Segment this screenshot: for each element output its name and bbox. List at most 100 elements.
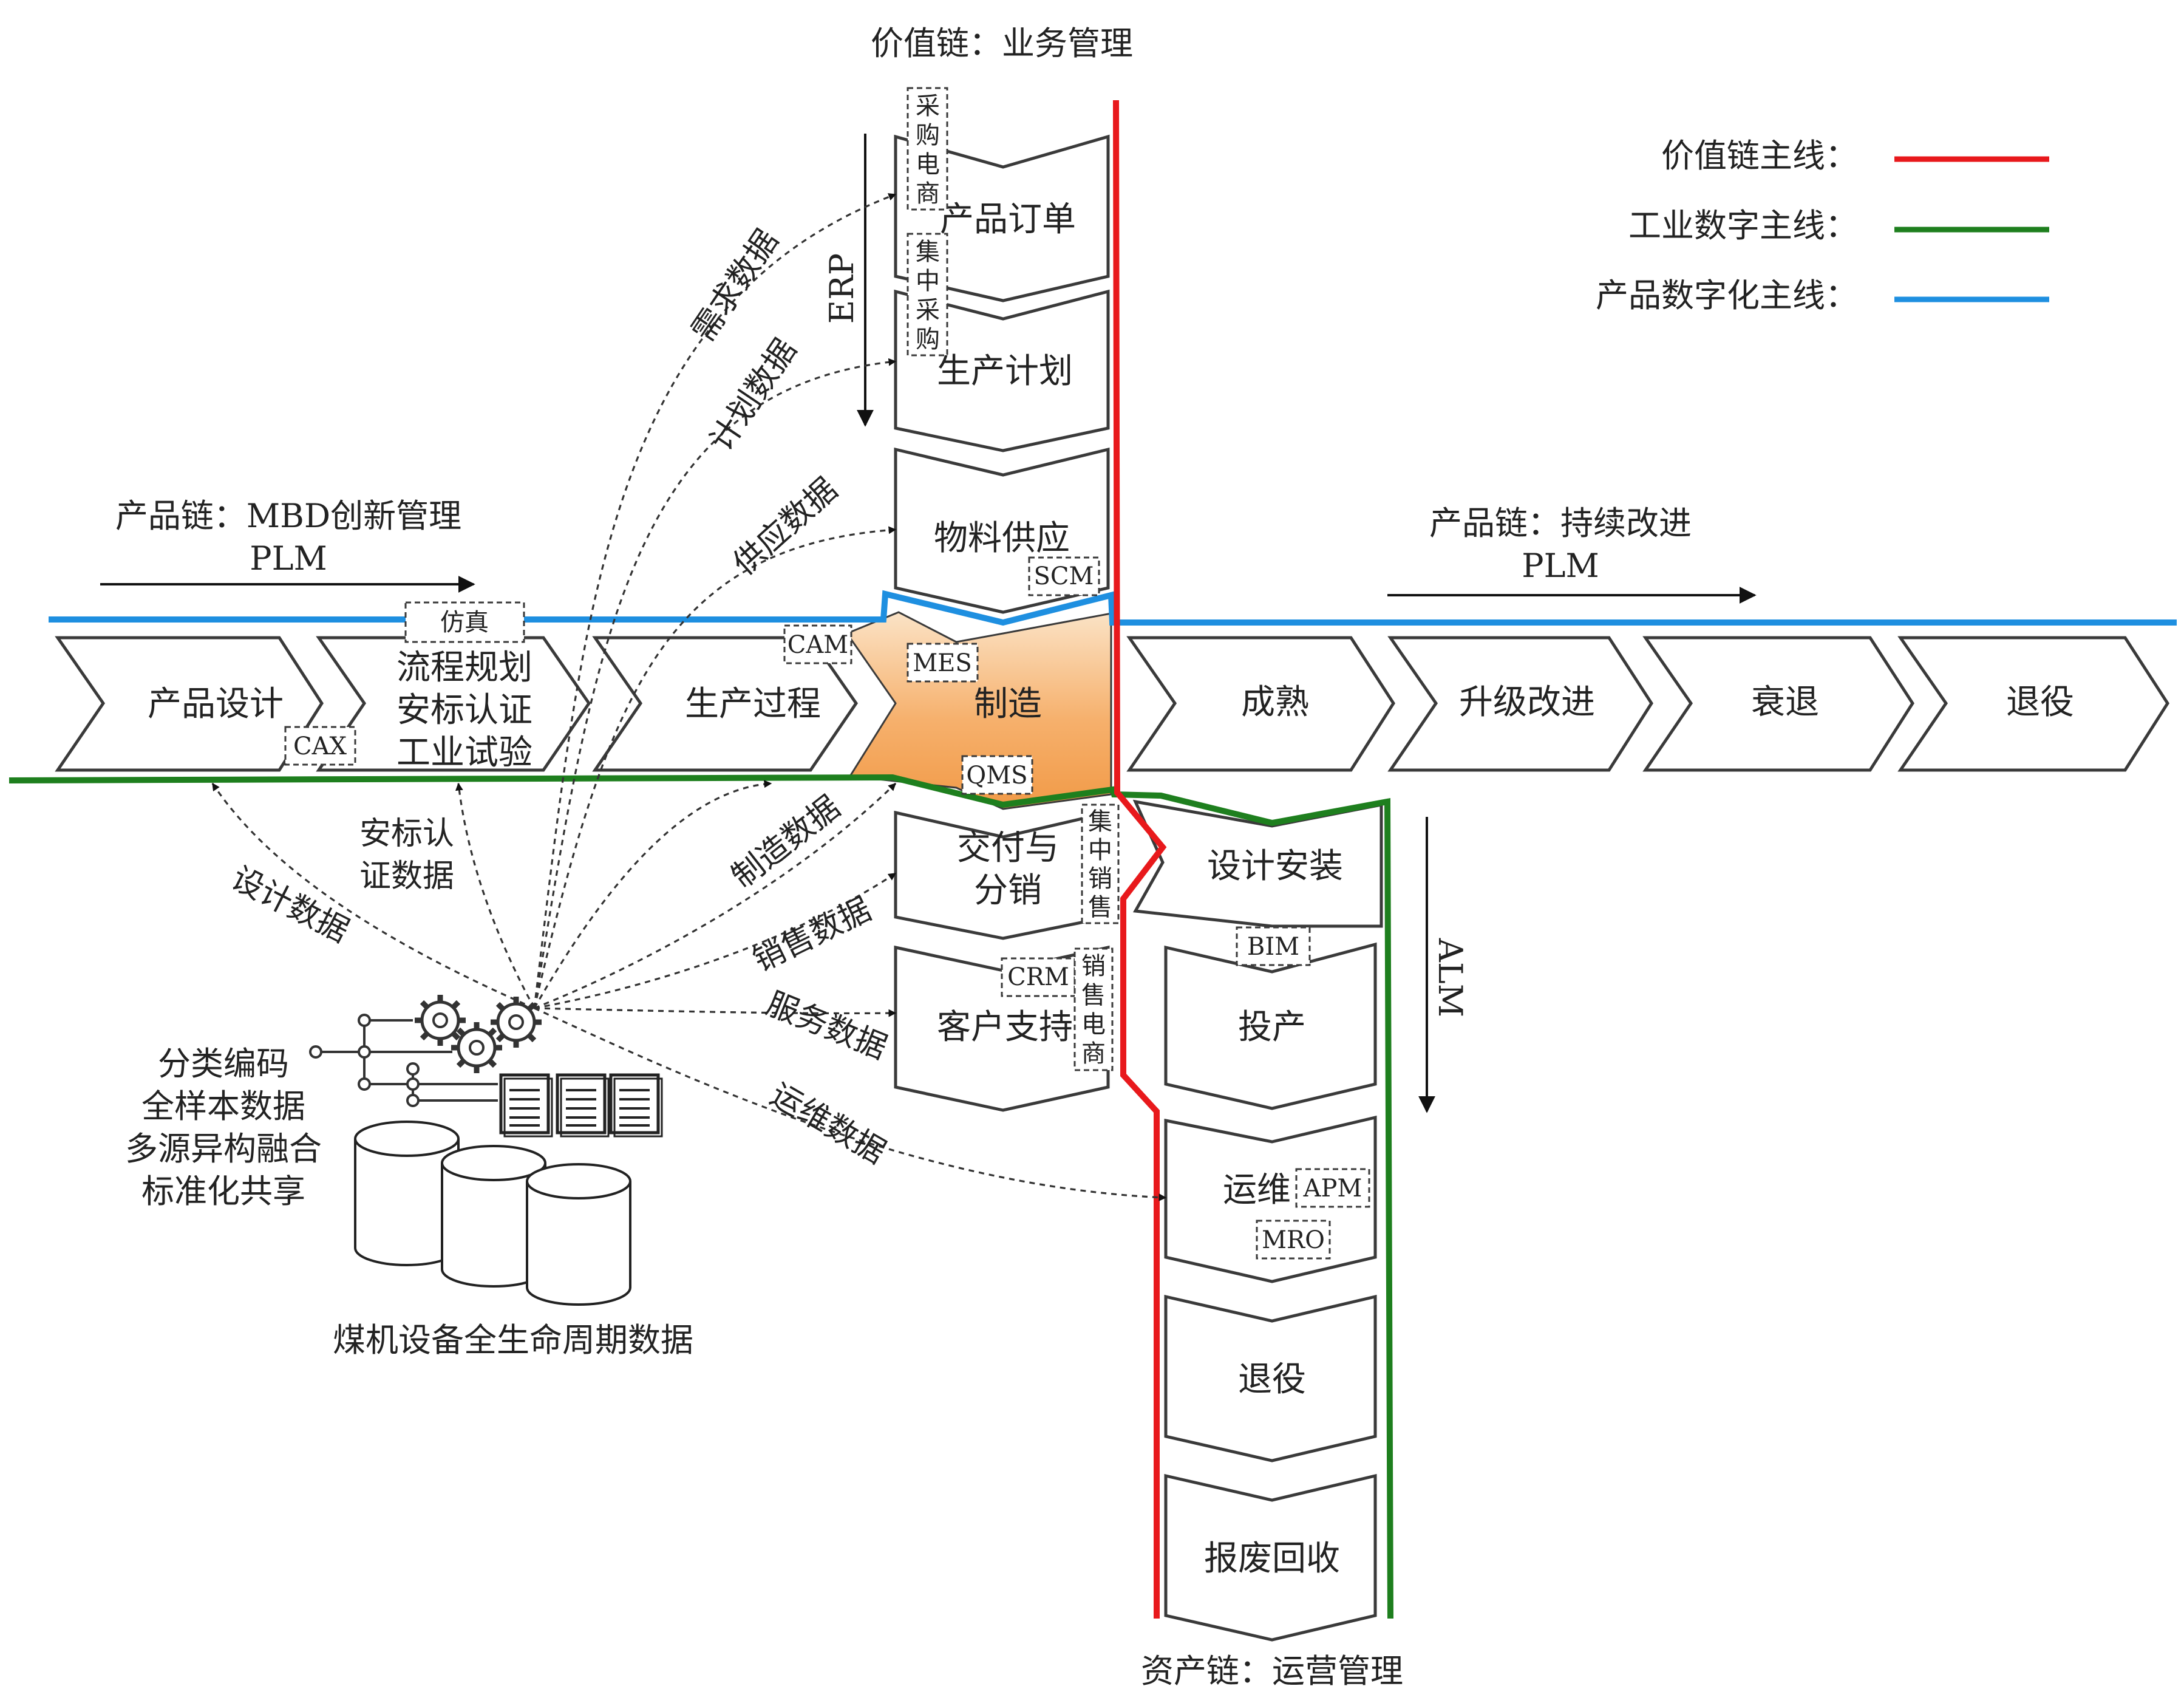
stage-label-production-plan: 生产计划 bbox=[937, 352, 1073, 391]
stage-label-production-process: 生产过程 bbox=[685, 684, 821, 724]
tag-central-purchase-2: 中 bbox=[916, 267, 940, 295]
legend-label-value-chain: 价值链主线： bbox=[1661, 137, 1858, 175]
stage-decline bbox=[1642, 636, 1914, 772]
tag-sales-ecom-1: 销 bbox=[1081, 952, 1106, 980]
tag-box-cax bbox=[284, 726, 356, 766]
tag-simulation: 仿真 bbox=[440, 609, 489, 636]
stage-label-maturity: 成熟 bbox=[1241, 683, 1309, 722]
flow-label-demand: 需求数据 bbox=[685, 223, 786, 348]
tag-central-sales-4: 售 bbox=[1088, 893, 1112, 921]
value-chain-line bbox=[1113, 100, 1167, 1619]
tag-purchase-ecom-1: 采 bbox=[916, 92, 940, 120]
stage-scrap bbox=[1164, 1473, 1377, 1642]
tag-box-apm bbox=[1295, 1168, 1370, 1208]
stage-retire-right bbox=[1897, 636, 2169, 772]
flow-label-cert-1: 安标认 bbox=[359, 816, 454, 852]
hub-caption: 煤机设备全生命周期数据 bbox=[333, 1321, 693, 1359]
tag-box-simulation bbox=[404, 601, 525, 643]
stage-label-operation: 运维 bbox=[1223, 1170, 1291, 1210]
stage-label-retire-bottom: 退役 bbox=[1238, 1360, 1306, 1399]
tag-cax: CAX bbox=[293, 732, 347, 760]
erp-label: ERP bbox=[823, 253, 861, 324]
flow-label-service: 服务数据 bbox=[761, 985, 892, 1066]
stage-label-upgrade: 升级改进 bbox=[1459, 683, 1595, 722]
industrial-thread-line bbox=[9, 774, 1393, 1619]
hub-feature-4: 标准化共享 bbox=[141, 1172, 305, 1210]
product-chain-left-header: 产品链：MBD创新管理 bbox=[115, 497, 461, 535]
stage-label-design-install: 设计安装 bbox=[1207, 847, 1343, 886]
flow-label-supply: 供应数据 bbox=[726, 471, 845, 582]
tag-purchase-ecom-4: 商 bbox=[916, 180, 940, 208]
tag-central-purchase-4: 购 bbox=[916, 326, 940, 353]
tag-box-qms bbox=[961, 755, 1033, 795]
stage-maturity bbox=[1126, 636, 1395, 772]
gear-icon bbox=[415, 995, 466, 1046]
tag-purchase-ecom-2: 购 bbox=[916, 121, 940, 149]
flow-arrow-service bbox=[534, 1007, 897, 1017]
stage-label-material-supply: 物料供应 bbox=[934, 519, 1070, 558]
tag-mro: MRO bbox=[1262, 1226, 1325, 1254]
system-tags: 采 购 电 商 集 中 采 购 SCM 仿真 CAM CAX MES QMS 集… bbox=[284, 87, 1370, 1260]
tag-central-purchase-1: 集 bbox=[916, 238, 940, 266]
plm-right-label: PLM bbox=[1522, 547, 1599, 585]
stage-label-commissioning: 投产 bbox=[1238, 1008, 1306, 1047]
hub-feature-1: 分类编码 bbox=[158, 1045, 289, 1083]
flow-arrow-cert bbox=[455, 782, 536, 1009]
tag-sales-ecom-2: 售 bbox=[1081, 981, 1106, 1009]
tree-node bbox=[406, 1077, 420, 1091]
tag-box-bim bbox=[1236, 926, 1311, 966]
stage-product-design bbox=[55, 636, 324, 772]
tree-node bbox=[358, 1045, 371, 1059]
tag-purchase-ecom-3: 电 bbox=[916, 151, 940, 179]
database-icon bbox=[354, 1121, 460, 1266]
tree-node bbox=[309, 1045, 322, 1059]
document-icon bbox=[556, 1073, 610, 1138]
tag-central-sales-2: 中 bbox=[1088, 836, 1112, 864]
stage-label-delivery-1: 交付与 bbox=[957, 828, 1059, 868]
tag-box-mro bbox=[1256, 1220, 1331, 1260]
stage-label-decline: 衰退 bbox=[1751, 683, 1819, 722]
database-icon bbox=[526, 1163, 631, 1306]
stage-label-process-2: 安标认证 bbox=[396, 691, 532, 730]
stage-upgrade bbox=[1387, 636, 1653, 772]
flow-label-sales: 销售数据 bbox=[747, 891, 877, 979]
stage-production-plan bbox=[894, 289, 1110, 452]
tag-central-sales-1: 集 bbox=[1088, 808, 1112, 836]
tag-crm: CRM bbox=[1007, 963, 1069, 991]
tree-node bbox=[406, 1094, 420, 1107]
stage-label-delivery-2: 分销 bbox=[974, 871, 1042, 910]
database-icon bbox=[441, 1145, 546, 1288]
tag-box-cam bbox=[783, 624, 852, 664]
stage-product-order bbox=[894, 134, 1110, 302]
stage-label-process-3: 工业试验 bbox=[396, 733, 532, 773]
stage-label-product-order: 产品订单 bbox=[940, 200, 1076, 239]
stage-label-manufacturing: 制造 bbox=[974, 684, 1042, 724]
stage-label-product-design: 产品设计 bbox=[148, 684, 284, 724]
vertical-stage-column bbox=[894, 134, 1383, 1642]
stage-label-retire-right: 退役 bbox=[2006, 683, 2074, 722]
tag-box-scm bbox=[1028, 556, 1100, 596]
gear-icon bbox=[451, 1022, 502, 1073]
tag-mes: MES bbox=[913, 649, 972, 677]
hub-feature-2: 全样本数据 bbox=[141, 1087, 305, 1125]
product-digital-thread-line bbox=[49, 590, 2177, 626]
flow-label-cert-2: 证数据 bbox=[359, 858, 454, 895]
tag-box-central-purchase bbox=[907, 233, 948, 357]
tag-box-sales-ecom bbox=[1073, 947, 1114, 1071]
connector-tree bbox=[309, 1014, 498, 1107]
stage-label-process-1: 流程规划 bbox=[396, 648, 532, 688]
stage-retire-bottom bbox=[1164, 1294, 1377, 1462]
stage-process-planning bbox=[316, 636, 591, 772]
stage-label-customer-support: 客户支持 bbox=[937, 1008, 1073, 1047]
flow-label-ops: 运维数据 bbox=[764, 1076, 891, 1171]
tag-bim: BIM bbox=[1247, 933, 1299, 961]
value-chain-header: 价值链：业务管理 bbox=[871, 24, 1133, 63]
tree-node bbox=[358, 1077, 371, 1091]
legend-label-industrial-thread: 工业数字主线： bbox=[1628, 206, 1858, 245]
tag-scm: SCM bbox=[1034, 562, 1094, 590]
flow-arrow-manufacture bbox=[534, 782, 897, 1009]
tag-box-central-sales bbox=[1081, 804, 1120, 924]
tag-apm: APM bbox=[1303, 1175, 1362, 1203]
gear-icon bbox=[491, 997, 542, 1048]
